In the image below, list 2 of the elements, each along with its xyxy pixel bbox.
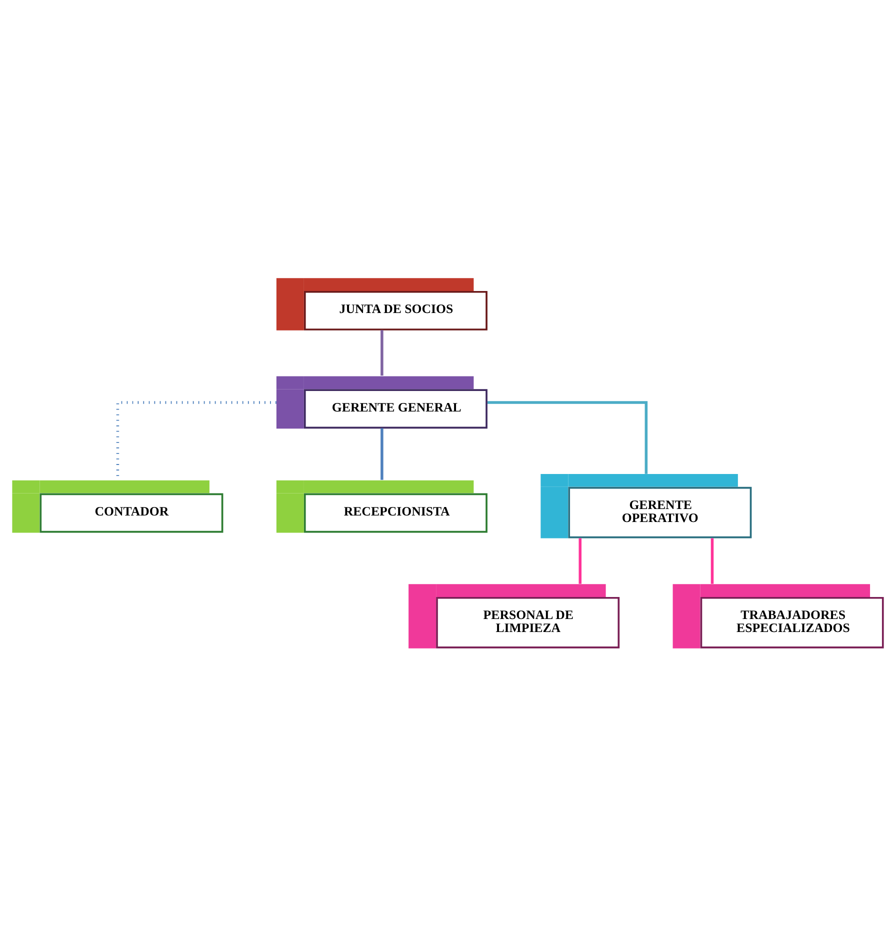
node-text: JUNTA DE SOCIOS	[339, 302, 454, 316]
node-text: TRABAJADORES ESPECIALIZADOS	[736, 608, 850, 635]
